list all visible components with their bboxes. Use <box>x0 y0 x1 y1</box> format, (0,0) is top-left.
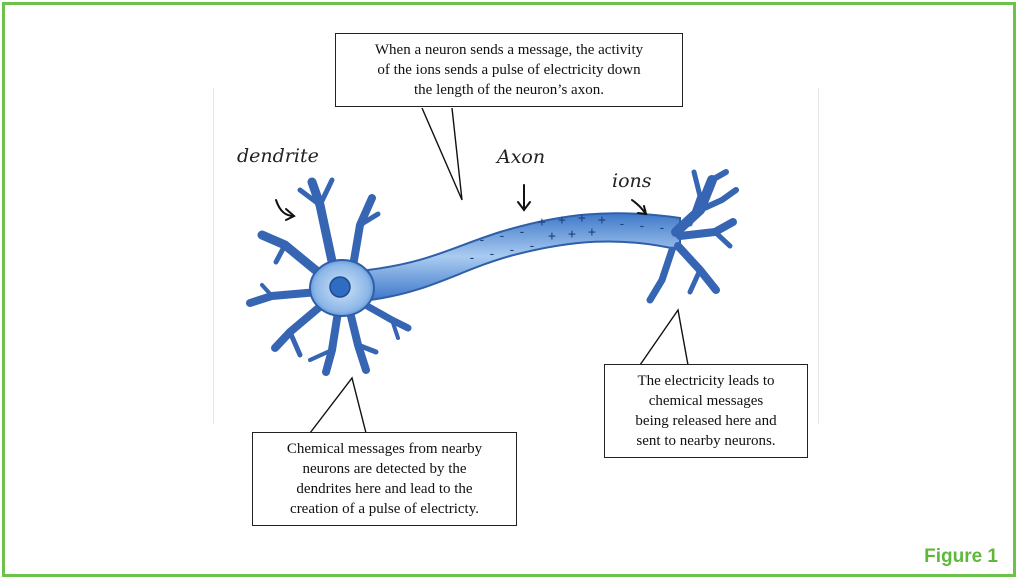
axon-callout: When a neuron sends a message, the activ… <box>335 33 683 107</box>
callout-line: sent to nearby neurons. <box>615 431 797 451</box>
callout-line: Chemical messages from nearby <box>263 439 506 459</box>
callout-line: neurons are detected by the <box>263 459 506 479</box>
plus-charge: + <box>548 229 556 244</box>
plus-charge: + <box>598 213 606 228</box>
nucleus <box>330 277 350 297</box>
callout-line: the length of the neuron’s axon. <box>346 80 672 100</box>
plus-charge: + <box>538 215 546 230</box>
callout-line: creation of a pulse of electricty. <box>263 499 506 519</box>
minus-charge: - <box>478 233 486 248</box>
dendrite-label: dendrite <box>237 145 319 167</box>
callout-line: chemical messages <box>615 391 797 411</box>
minus-charge: - <box>618 217 626 232</box>
plus-charge: + <box>588 225 596 240</box>
minus-charge: - <box>658 221 666 236</box>
plus-charge: + <box>578 211 586 226</box>
callout-line: When a neuron sends a message, the activ… <box>346 40 672 60</box>
minus-charge: - <box>518 225 526 240</box>
axon-label: Axon <box>497 146 545 168</box>
minus-charge: - <box>498 229 506 244</box>
dendrite-callout: Chemical messages from nearby neurons ar… <box>252 432 517 526</box>
terminal-callout: The electricity leads to chemical messag… <box>604 364 808 458</box>
ions-label: ions <box>612 170 652 192</box>
callout-line: The electricity leads to <box>615 371 797 391</box>
plus-charge: + <box>568 227 576 242</box>
plus-charge: + <box>558 213 566 228</box>
callout-line: being released here and <box>615 411 797 431</box>
minus-charge: - <box>638 219 646 234</box>
minus-charge: - <box>528 239 536 254</box>
callout-line: of the ions sends a pulse of electricity… <box>346 60 672 80</box>
minus-charge: - <box>488 247 496 262</box>
minus-charge: - <box>508 243 516 258</box>
minus-charge: - <box>468 251 476 266</box>
callout-line: dendrites here and lead to the <box>263 479 506 499</box>
figure-label: Figure 1 <box>924 546 998 568</box>
